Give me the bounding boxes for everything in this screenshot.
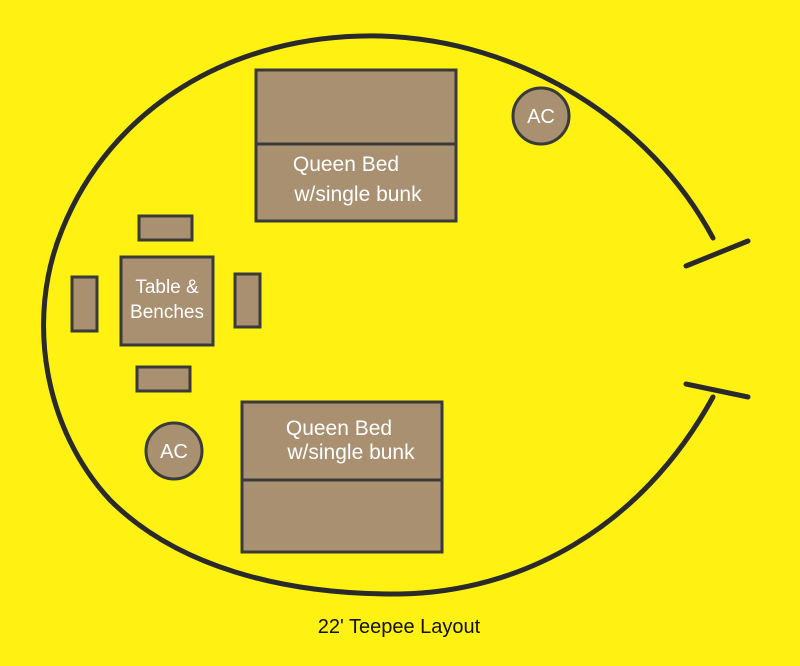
queen-bed-top: Queen Bed w/single bunk [254,68,458,223]
table [119,255,215,347]
tent-wall [41,33,716,597]
queen-bed-bottom: Queen Bed w/single bunk [240,400,444,554]
bed-label-line1: Queen Bed [293,153,399,176]
ac-label: AC [527,106,555,128]
ac-unit-top: AC [511,86,571,146]
table-label-line2: Benches [130,302,204,323]
bed-frame [240,400,444,554]
bench-top [137,214,194,242]
door-jamb-top [683,238,751,269]
layout-caption: 22' Teepee Layout [318,616,481,638]
ac-unit-bottom: AC [144,421,204,481]
ac-circle [144,421,204,481]
bed-label-line2: w/single bunk [286,441,415,464]
table-and-benches: Table & Benches [70,214,262,393]
door-jamb-bottom [683,381,751,400]
ac-label: AC [160,441,188,463]
table-label-line1: Table & [135,277,199,298]
bed-label-line2: w/single bunk [293,183,422,206]
bench-left [70,275,99,333]
ac-circle [511,86,571,146]
bench-bottom [135,365,192,393]
bed-label-line1: Queen Bed [286,417,392,440]
bench-right [233,272,262,329]
